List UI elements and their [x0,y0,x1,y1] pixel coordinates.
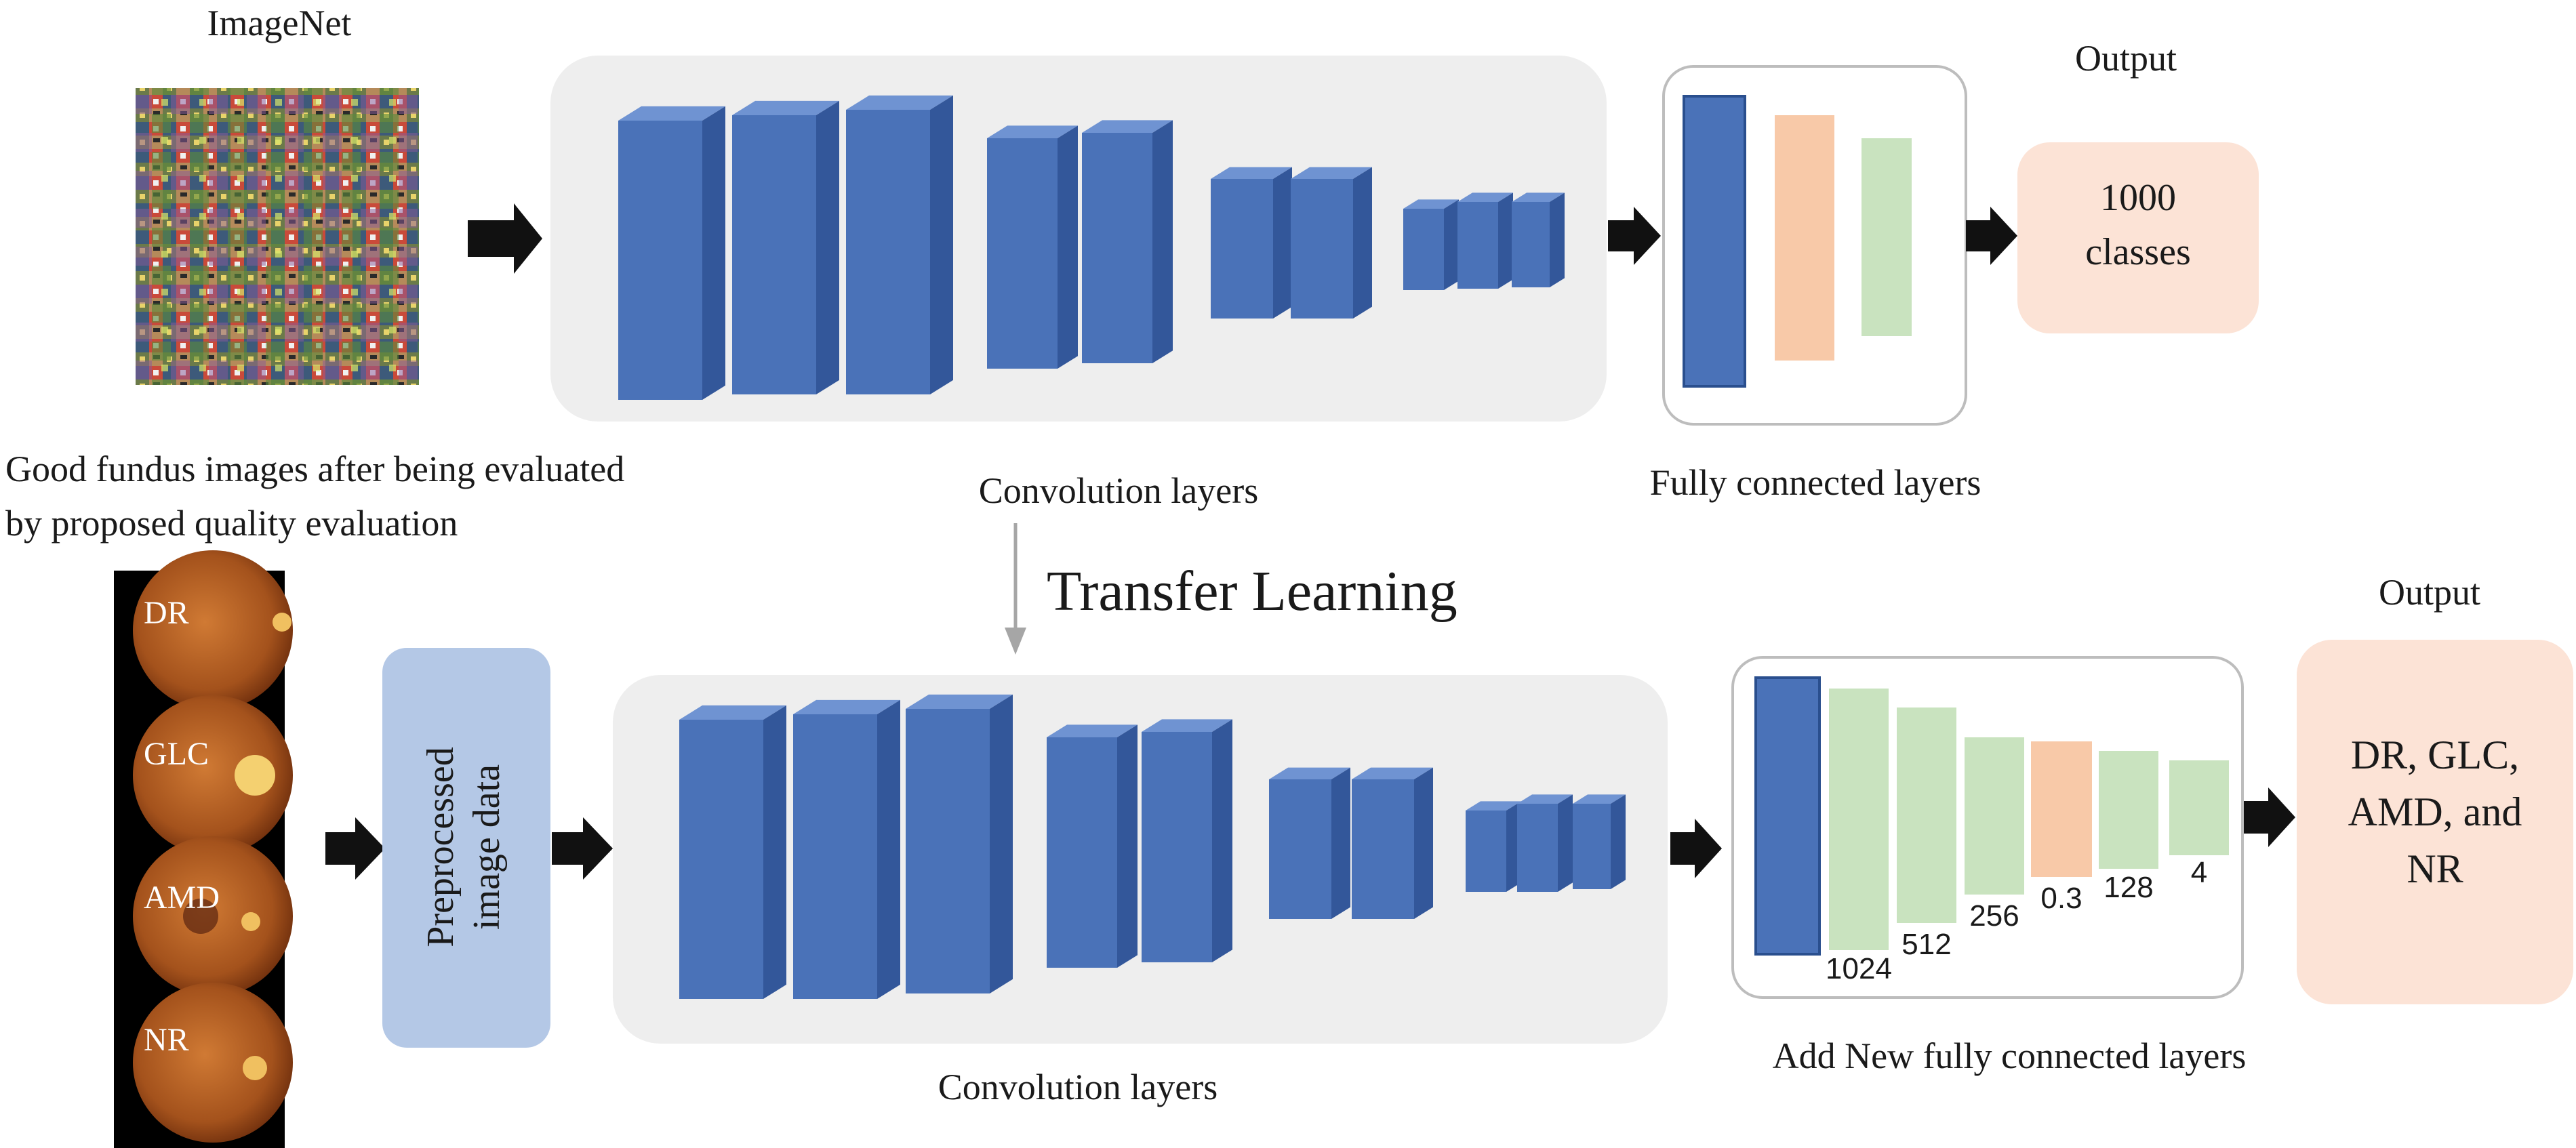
arrow-bottom-conv-to-fc [1670,819,1722,878]
bottom-fc-layer-dropout [2031,741,2092,877]
bottom-conv-blocks [679,694,1626,999]
fundus-label-dr: DR [144,595,189,631]
top-conv-block-10 [1512,192,1565,287]
fc-size-1024: 1024 [1826,952,1892,985]
top-output-label: Output [2075,38,2177,79]
arrow-top-fc-to-output [1966,207,2017,265]
top-conv-block-7 [1291,167,1372,319]
top-conv-blocks [618,95,1565,401]
bottom-output-label: Output [2379,572,2480,613]
bottom-fc-caption: Add New fully connected layers [1773,1036,2247,1076]
bottom-output-box [2297,640,2573,1004]
bottom-conv-block-10 [1573,794,1626,889]
top-output-text-line2: classes [2085,231,2191,273]
imagenet-label: ImageNet [207,3,352,43]
top-fc-layer-orange [1775,115,1834,361]
top-conv-block-3 [846,95,953,395]
top-conv-block-4 [987,125,1078,369]
bottom-conv-block-4 [1047,724,1138,968]
bottom-fc-layer-input [1754,676,1821,956]
top-conv-caption: Convolution layers [979,470,1258,511]
bottom-conv-block-2 [793,699,900,999]
top-fc-layer-blue [1683,95,1746,388]
bottom-output-text-line3: NR [2407,846,2463,891]
fundus-nr-image [133,983,293,1143]
arrow-preprocess-to-conv [552,817,613,880]
bottom-conv-block-7 [1352,767,1433,919]
top-conv-block-9 [1457,192,1513,289]
fundus-caption-line1: Good fundus images after being evaluated [5,449,624,489]
top-conv-block-6 [1211,167,1292,319]
fc-size-256: 256 [1969,899,2019,932]
arrow-top-conv-to-fc [1608,207,1661,265]
top-conv-block-2 [732,100,839,395]
bottom-conv-block-9 [1517,794,1573,892]
preprocessed-label-line1: Preprocessed [420,747,462,947]
fundus-glc-image [133,695,293,855]
top-conv-block-5 [1082,120,1173,363]
fc-size-4: 4 [2191,856,2207,889]
fc-size-512: 512 [1901,928,1951,961]
transfer-learning-label: Transfer Learning [1047,560,1457,623]
arrow-bottom-fc-to-output [2244,787,2295,847]
bottom-conv-block-8 [1466,801,1521,892]
fundus-caption-line2: by proposed quality evaluation [5,503,458,544]
bottom-fc-layer-128 [2099,751,2158,869]
top-conv-block-8 [1403,199,1459,290]
bottom-fc-layer-512 [1897,708,1956,923]
bottom-conv-block-1 [679,705,786,999]
fc-size-dropout: 0.3 [2040,882,2082,915]
bottom-output-text-line2: AMD, and [2348,790,2522,834]
fundus-label-nr: NR [144,1022,189,1058]
bottom-fc-layer-1024 [1829,689,1889,950]
fundus-label-amd: AMD [144,880,220,916]
top-output-text-line1: 1000 [2100,177,2176,219]
arrow-imagenet-to-conv [468,203,542,274]
bottom-conv-block-3 [906,694,1013,993]
top-output-box [2017,142,2259,333]
arrow-fundus-to-preprocess [325,817,385,880]
top-conv-block-1 [618,106,725,401]
preprocessed-label-line2: image data [466,764,508,930]
top-fc-caption: Fully connected layers [1650,462,1981,503]
fundus-image-strip [114,550,293,1148]
fc-size-128: 128 [2104,871,2153,904]
bottom-output-text-line1: DR, GLC, [2351,733,2519,777]
fundus-dr-image [133,550,293,710]
bottom-fc-layer-4 [2169,760,2229,855]
top-fc-layer-green [1861,138,1912,336]
transfer-arrow-head [1005,628,1026,655]
fundus-label-glc: GLC [144,736,209,772]
imagenet-mosaic-image [136,88,419,385]
preprocessed-box [382,648,550,1048]
bottom-fc-layer-256 [1965,737,2024,895]
bottom-conv-block-5 [1142,719,1232,962]
bottom-conv-block-6 [1269,767,1350,919]
bottom-conv-caption: Convolution layers [938,1067,1217,1107]
